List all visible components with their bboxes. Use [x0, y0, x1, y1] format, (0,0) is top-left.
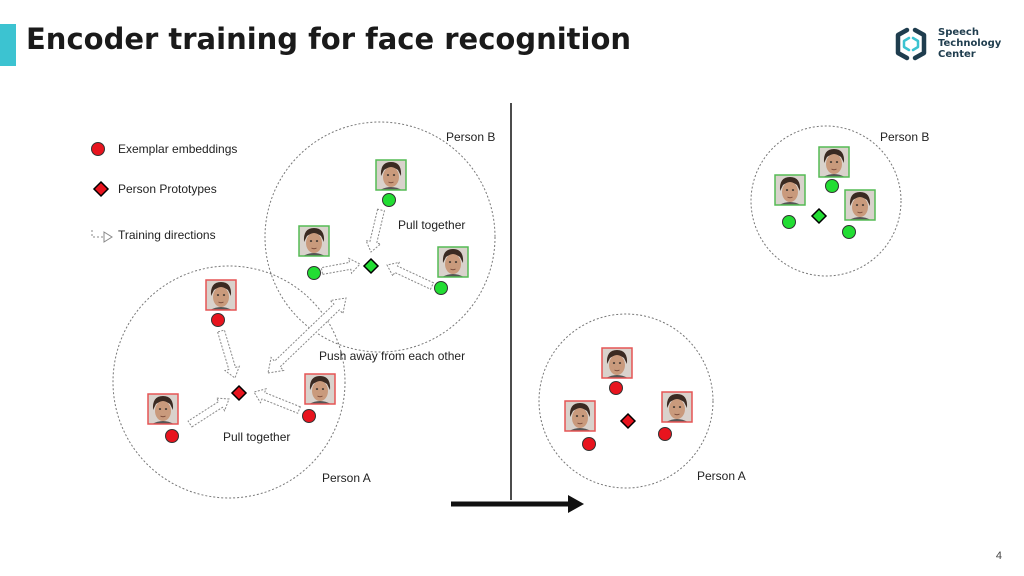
face-person-a-r3	[661, 391, 693, 423]
logo-mark-icon	[895, 27, 927, 61]
face-person-b-r3	[844, 189, 876, 221]
training-arrows	[187, 208, 435, 428]
exemplar-b-3	[434, 281, 448, 295]
embedding-markers	[147, 146, 876, 451]
prototype-b-right	[810, 207, 828, 225]
logo-line-1: Speech	[938, 27, 979, 38]
cluster-person-a-left	[112, 265, 346, 499]
legend: Exemplar embeddings Person Prototypes Tr…	[91, 142, 237, 243]
label-person-b-left: Person B	[446, 130, 495, 144]
slide-title: Encoder training for face recognition	[26, 22, 632, 56]
page-number: 4	[995, 550, 1002, 562]
exemplar-a-r3	[658, 427, 672, 441]
legend-exemplar-marker	[91, 142, 105, 156]
logo-line-2: Technology	[938, 38, 1002, 49]
exemplar-b-r1	[825, 179, 839, 193]
prototype-b-left	[362, 257, 380, 275]
title-accent-bar	[0, 24, 16, 66]
exemplar-a-1	[211, 313, 225, 327]
label-person-b-right: Person B	[880, 130, 929, 144]
label-push-away: Push away from each other	[319, 349, 465, 363]
arrow-push-away	[267, 297, 347, 374]
legend-exemplar-label: Exemplar embeddings	[118, 142, 237, 156]
exemplar-b-1	[382, 193, 396, 207]
cluster-person-b-left	[264, 121, 496, 353]
legend-directions-label: Training directions	[118, 228, 216, 242]
face-person-b-1	[375, 159, 407, 191]
label-pull-together-a: Pull together	[223, 430, 290, 444]
face-person-a-r1	[601, 347, 633, 379]
arrow-pull-b-right	[386, 261, 435, 290]
face-person-a-2	[147, 393, 179, 425]
face-person-b-3	[437, 246, 469, 278]
arrow-pull-a-left	[187, 397, 230, 428]
face-person-b-r2	[774, 174, 806, 206]
cluster-person-b-right	[750, 125, 902, 277]
face-person-a-r2	[564, 400, 596, 432]
legend-directions-arrow-icon	[91, 230, 113, 243]
prototype-a-right	[619, 412, 637, 430]
exemplar-a-r2	[582, 437, 596, 451]
prototype-a-left	[230, 384, 248, 402]
transition-arrow	[451, 495, 584, 513]
exemplar-a-3	[302, 409, 316, 423]
logo-text: Speech Technology Center	[938, 27, 1001, 60]
legend-prototype-marker	[92, 180, 110, 198]
arrow-pull-b-left	[320, 257, 361, 275]
arrow-pull-b-top	[365, 208, 386, 253]
exemplar-b-r3	[842, 225, 856, 239]
arrow-pull-a-top	[216, 329, 241, 379]
exemplar-a-r1	[609, 381, 623, 395]
cluster-person-a-right	[538, 313, 714, 489]
label-pull-together-b: Pull together	[398, 218, 465, 232]
face-person-a-1	[205, 279, 237, 311]
label-person-a-left: Person A	[322, 471, 371, 485]
face-person-b-2	[298, 225, 330, 257]
legend-prototype-label: Person Prototypes	[118, 182, 217, 196]
logo-line-3: Center	[938, 49, 976, 60]
arrow-pull-a-right	[253, 388, 301, 414]
face-person-b-r1	[818, 146, 850, 178]
exemplar-b-2	[307, 266, 321, 280]
face-person-a-3	[304, 373, 336, 405]
label-person-a-right: Person A	[697, 469, 746, 483]
exemplar-a-2	[165, 429, 179, 443]
exemplar-b-r2	[782, 215, 796, 229]
speech-technology-center-logo: Speech Technology Center	[890, 24, 1010, 64]
